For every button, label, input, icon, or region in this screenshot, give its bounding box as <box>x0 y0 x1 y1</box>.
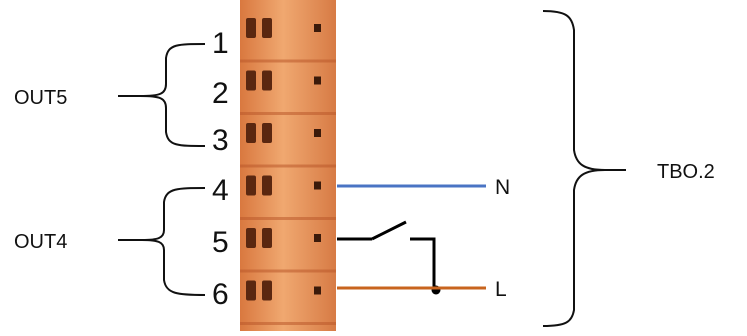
pin-label-1: 1 <box>212 27 229 60</box>
pin-labels: 1 2 3 4 5 6 <box>212 27 229 311</box>
terminal-segment <box>240 70 336 115</box>
terminal-segment <box>240 18 336 63</box>
terminal-hole <box>246 123 256 143</box>
terminal-hole <box>262 175 272 196</box>
terminal-hole <box>246 175 256 196</box>
group-label-out5: OUT5 <box>14 87 67 109</box>
terminal-hole <box>262 18 272 38</box>
terminal-segment <box>240 228 336 273</box>
terminal-segment <box>240 123 336 168</box>
terminal-hole <box>246 280 256 301</box>
terminal-segment <box>240 175 336 220</box>
terminal-screw <box>314 286 321 295</box>
wire-label-n: N <box>495 176 510 199</box>
terminal-hole <box>262 70 272 91</box>
pin-label-3: 3 <box>212 124 229 157</box>
terminal-hole <box>246 18 256 38</box>
terminal-screw <box>314 24 321 32</box>
switch-symbol <box>337 220 441 295</box>
tbo2-brace <box>542 10 626 327</box>
terminal-hole <box>262 280 272 301</box>
pin-label-4: 4 <box>212 174 229 207</box>
out4-brace <box>118 187 206 296</box>
group-label-out4: OUT4 <box>14 231 67 253</box>
terminal-block-segments <box>240 18 336 325</box>
terminal-hole <box>262 123 272 143</box>
terminal-hole <box>246 228 256 248</box>
terminal-screw <box>314 234 321 242</box>
pin-label-5: 5 <box>212 226 229 259</box>
terminal-screw <box>314 181 321 190</box>
terminal-hole <box>262 228 272 248</box>
pin-label-2: 2 <box>212 77 229 110</box>
terminal-segment <box>240 280 336 325</box>
terminal-block-label: TBO.2 <box>657 161 715 183</box>
terminal-hole <box>246 70 256 91</box>
out5-brace <box>118 43 206 147</box>
terminal-screw <box>314 129 321 137</box>
terminal-screw <box>314 76 321 85</box>
terminal-block <box>240 0 336 331</box>
wire-label-l: L <box>495 278 507 301</box>
pin-label-6: 6 <box>212 278 229 311</box>
